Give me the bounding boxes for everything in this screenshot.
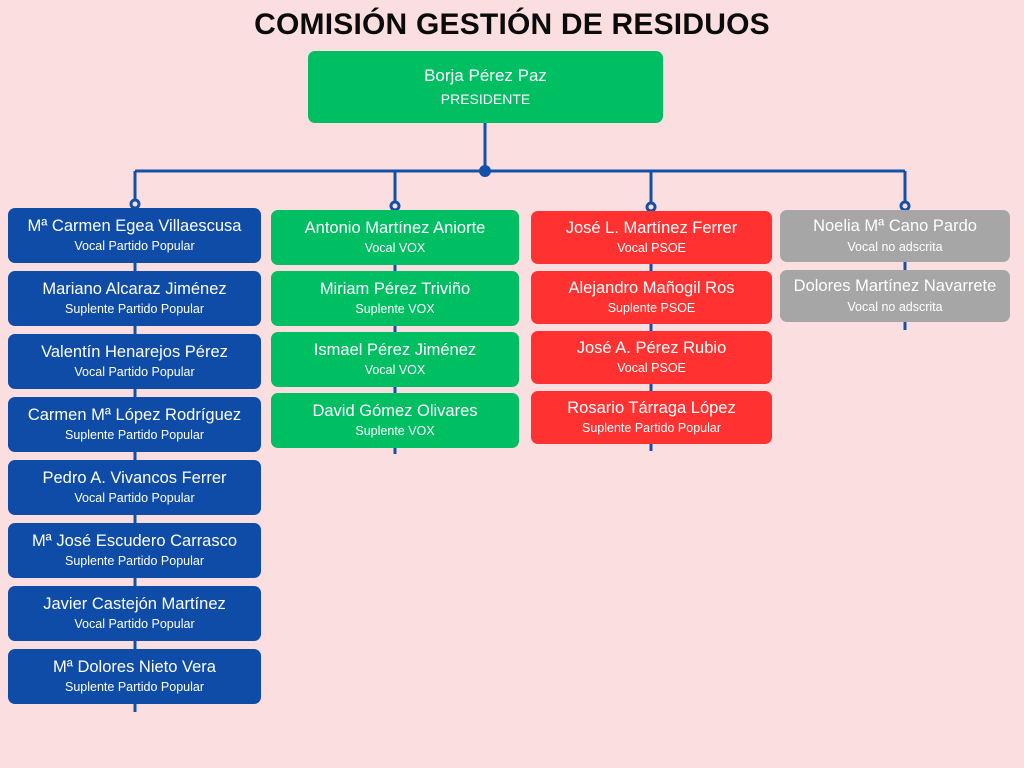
- node-role: Vocal Partido Popular: [74, 491, 195, 506]
- node-name: David Gómez Olivares: [312, 401, 478, 420]
- node-role: Vocal PSOE: [617, 361, 686, 376]
- node-role: Suplente VOX: [355, 302, 435, 317]
- node-name: Mariano Alcaraz Jiménez: [42, 279, 227, 298]
- page-title: COMISIÓN GESTIÓN DE RESIDUOS: [254, 8, 770, 41]
- node-role: Vocal Partido Popular: [74, 239, 195, 254]
- node-role: Vocal PSOE: [617, 241, 686, 256]
- node-name: Mª José Escudero Carrasco: [31, 531, 238, 550]
- node-role: Vocal no adscrita: [847, 299, 943, 314]
- node-name: José A. Pérez Rubio: [576, 338, 727, 357]
- node-role: Vocal VOX: [364, 241, 426, 256]
- node-name: Carmen Mª López Rodríguez: [27, 405, 242, 424]
- node-role: Suplente Partido Popular: [65, 302, 204, 317]
- node-role: Suplente Partido Popular: [582, 421, 721, 436]
- node-role: Vocal VOX: [364, 363, 426, 378]
- node-role: Suplente Partido Popular: [65, 554, 204, 569]
- node-name: Borja Pérez Paz: [424, 66, 547, 86]
- node-name: Mª Dolores Nieto Vera: [53, 657, 216, 676]
- node-name: Pedro A. Vivancos Ferrer: [42, 468, 227, 487]
- node-role: Vocal no adscrita: [847, 239, 943, 254]
- node-name: Alejandro Mañogil Ros: [568, 278, 735, 297]
- node-role: Suplente PSOE: [607, 301, 696, 316]
- node-name: Dolores Martínez Navarrete: [793, 277, 997, 296]
- node-name: Javier Castejón Martínez: [43, 594, 226, 613]
- node-name: Rosario Tárraga López: [567, 398, 736, 417]
- node-name: Miriam Pérez Triviño: [319, 279, 471, 298]
- node-role: Vocal Partido Popular: [74, 617, 195, 632]
- node-name: José L. Martínez Ferrer: [565, 218, 738, 237]
- node-role: Vocal Partido Popular: [74, 365, 195, 380]
- node-name: Noelia Mª Cano Pardo: [813, 217, 977, 236]
- node-role: PRESIDENTE: [440, 90, 531, 107]
- node-name: Ismael Pérez Jiménez: [313, 340, 477, 359]
- node-role: Suplente VOX: [355, 424, 435, 439]
- node-name: Mª Carmen Egea Villaescusa: [27, 216, 242, 235]
- node-role: Suplente Partido Popular: [65, 428, 204, 443]
- node-role: Suplente Partido Popular: [65, 680, 204, 695]
- node-name: Antonio Martínez Aniorte: [304, 218, 486, 237]
- node-name: Valentín Henarejos Pérez: [41, 342, 228, 361]
